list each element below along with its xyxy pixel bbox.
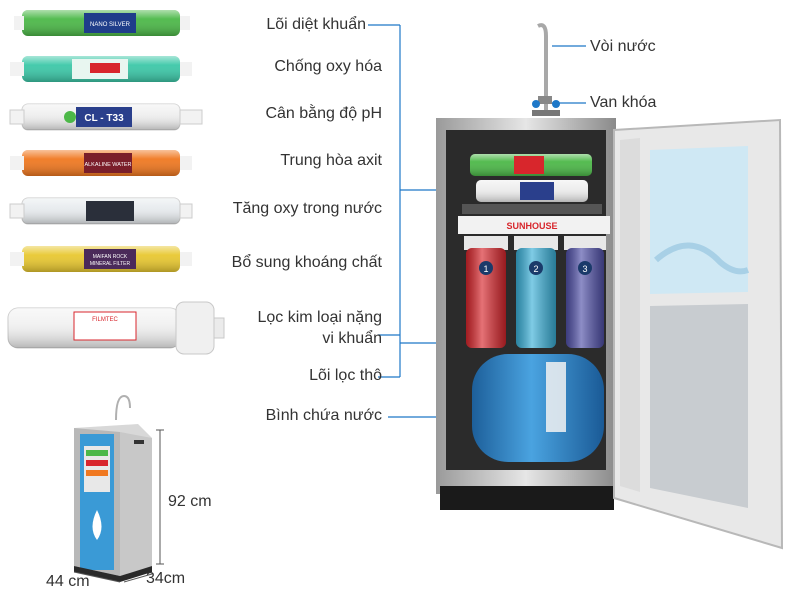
label-loc-kim-loai-line2: vi khuẩn (322, 330, 382, 347)
label-voi-nuoc: Vòi nước (590, 38, 656, 55)
label-tang-oxy: Tăng oxy trong nước (232, 200, 382, 217)
label-can-bang-ph: Cân bằng độ pH (265, 105, 382, 122)
filter-text-filmtec: FILMTEC (92, 317, 118, 323)
main-machine: SUNHOUSE 1 2 3 (436, 23, 784, 550)
filter-text-alkaline: ALKALINE WATER (84, 162, 131, 168)
label-loi-diet-khuan: Lõi diệt khuẩn (266, 16, 366, 33)
filter-mineral: MAIFAN ROCK MINERAL FILTER (10, 246, 192, 272)
filter-antioxidant (10, 56, 192, 82)
filter-oxygen (9, 197, 193, 225)
dimension-lines (73, 429, 164, 583)
label-bo-sung-khoang: Bổ sung khoáng chất (231, 254, 382, 271)
filter-text-mineral: MINERAL FILTER (90, 261, 131, 267)
filter-text-maifan: MAIFAN ROCK (93, 254, 128, 260)
filter-alkaline: ALKALINE WATER (10, 150, 192, 176)
dimension-depth: 34cm (146, 570, 186, 587)
filter-cl-t33: CL - T33 (9, 103, 203, 131)
label-chong-oxy-hoa: Chống oxy hóa (274, 58, 382, 75)
label-van-khoa: Van khóa (590, 94, 657, 111)
pre-filter-badges: 1 2 3 (479, 261, 592, 275)
filter-text-nano-silver: NANO SILVER (90, 22, 131, 28)
label-loc-kim-loai-line1: Lọc kim loại nặng (257, 309, 382, 326)
filter-nano-silver: NANO SILVER (14, 10, 190, 36)
filter-text-cl-t33: CL - T33 (84, 113, 124, 124)
label-trung-hoa-axit: Trung hòa axit (280, 152, 382, 169)
pre-filter-number-3: 3 (582, 264, 587, 274)
pre-filter-number-1: 1 (483, 264, 488, 274)
bracket-brand: SUNHOUSE (506, 221, 557, 231)
pre-filter-number-2: 2 (533, 264, 538, 274)
dimension-height: 92 cm (168, 493, 212, 510)
label-binh-chua-nuoc: Bình chứa nước (265, 407, 382, 424)
label-loi-loc-tho: Lõi lọc thô (309, 367, 382, 384)
filter-ro-membrane: FILMTEC (7, 301, 225, 355)
dimension-width: 44 cm (46, 573, 90, 590)
product-thumbnail (74, 394, 152, 582)
